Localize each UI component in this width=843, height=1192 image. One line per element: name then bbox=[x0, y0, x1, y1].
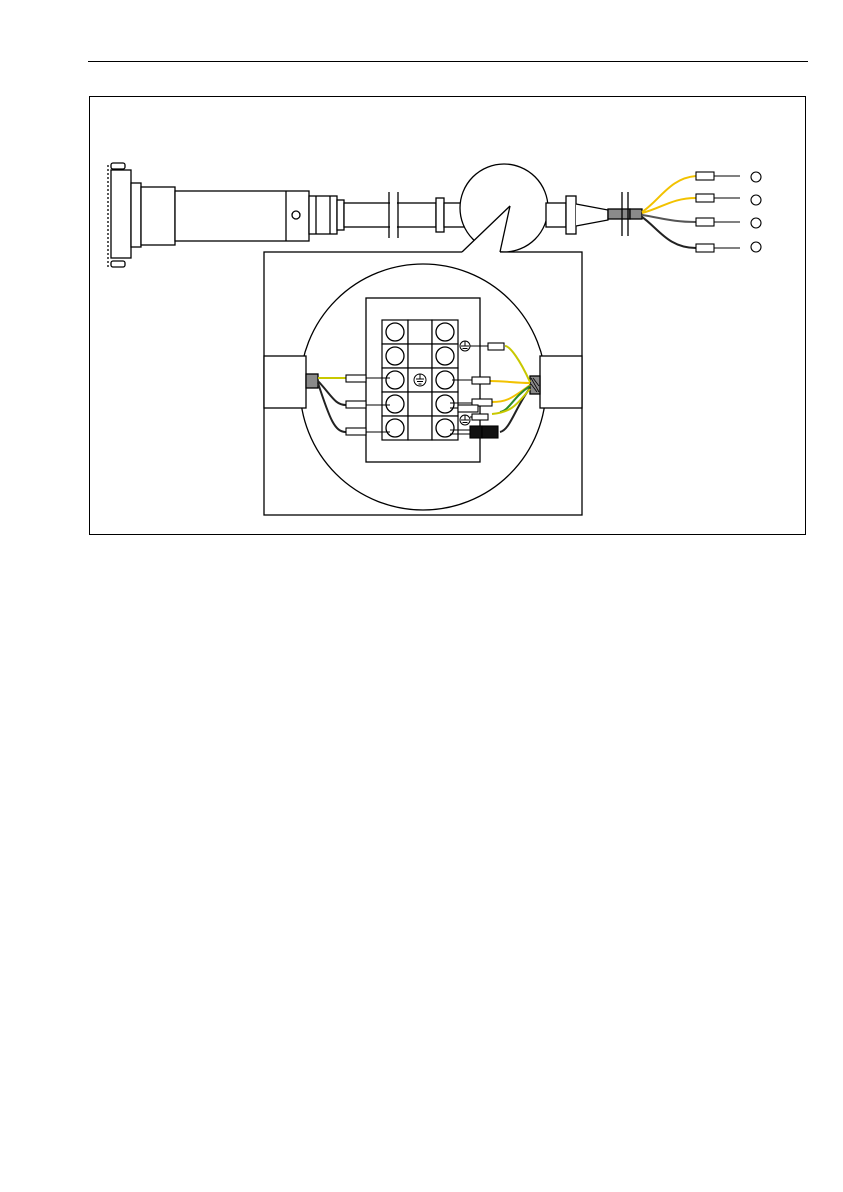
detail-callout bbox=[264, 206, 582, 515]
flange-clip-top bbox=[111, 163, 125, 169]
page-corner-mark bbox=[0, 1184, 8, 1192]
flange-clip-bottom bbox=[111, 261, 125, 267]
output-cable bbox=[608, 172, 761, 252]
flange-step bbox=[131, 183, 141, 247]
callout-circle-2 bbox=[751, 195, 761, 205]
cable-sleeve bbox=[608, 209, 630, 219]
callout-circle-3 bbox=[751, 218, 761, 228]
flange-body bbox=[111, 170, 131, 258]
gland-body bbox=[309, 196, 337, 234]
ferrule-3 bbox=[696, 218, 714, 226]
callout-circle-4 bbox=[751, 242, 761, 252]
housing-screw bbox=[292, 211, 300, 219]
ground-symbol-lower bbox=[460, 415, 470, 425]
gland-nut bbox=[337, 200, 344, 230]
junction-gland bbox=[566, 196, 576, 234]
left-sleeve bbox=[306, 374, 318, 388]
outlet-cable-taper bbox=[576, 204, 608, 226]
ferrule-2 bbox=[696, 194, 714, 202]
junction-box-circle bbox=[460, 164, 548, 252]
ground-symbol-shield bbox=[460, 341, 470, 351]
gland2-nut bbox=[436, 198, 444, 232]
ferrule-1 bbox=[696, 172, 714, 180]
junction-outlet bbox=[546, 203, 566, 227]
wire-1 bbox=[642, 176, 696, 212]
callout-circle-1 bbox=[751, 172, 761, 182]
sensor-collar bbox=[141, 187, 175, 245]
right-cable-entry bbox=[540, 356, 582, 408]
sensor-housing bbox=[175, 191, 309, 241]
ferrule-4 bbox=[696, 244, 714, 252]
wire-3 bbox=[642, 215, 696, 222]
cable-sleeve-end bbox=[630, 209, 642, 219]
left-cable-entry bbox=[264, 356, 306, 408]
